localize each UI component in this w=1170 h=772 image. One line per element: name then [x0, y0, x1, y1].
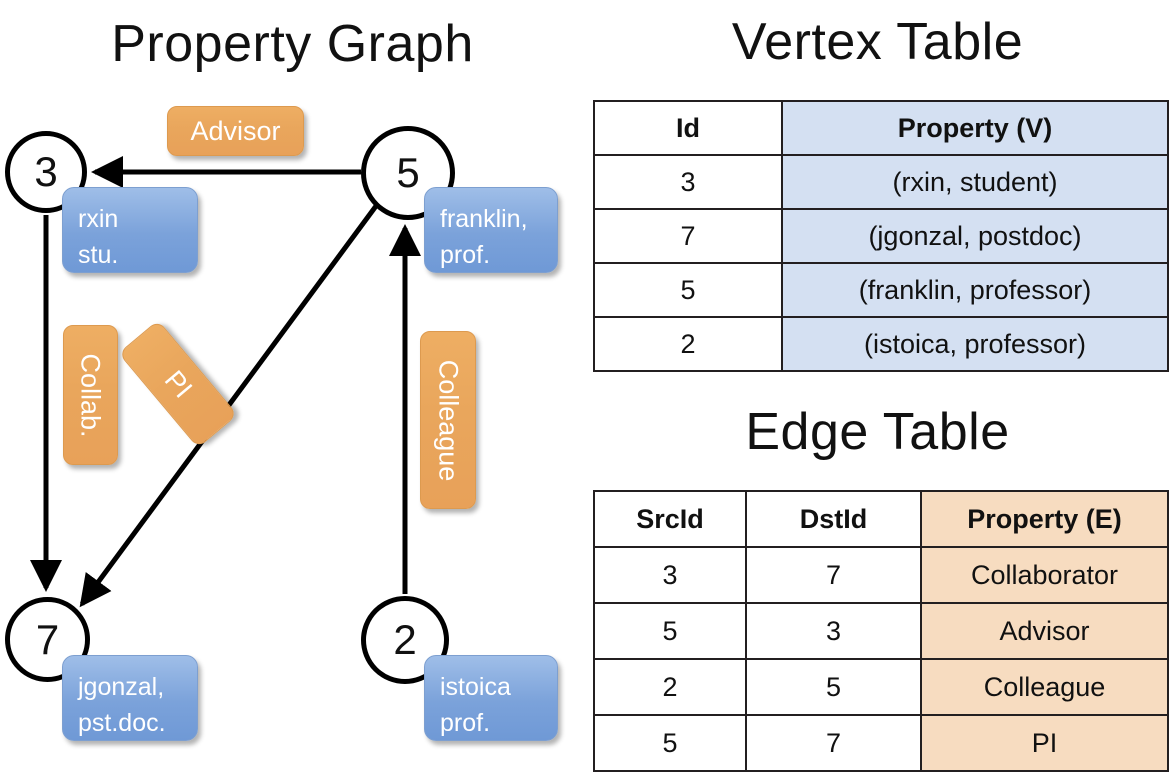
edge-cell-dstid: 5	[745, 658, 922, 716]
vertex-cell-id: 7	[593, 208, 783, 264]
edge-cell-dstid: 3	[745, 602, 922, 660]
table-row[interactable]: 3 7 Collaborator	[593, 546, 1169, 604]
page-title-vertex-table: Vertex Table	[731, 13, 1024, 71]
edge-cell-srcid: 3	[593, 546, 747, 604]
edge-cell-srcid: 2	[593, 658, 747, 716]
vertex-property-box-franklin: franklin, prof.	[424, 187, 558, 273]
edge-cell-dstid: 7	[745, 714, 922, 772]
edge-label-box-advisor: Advisor	[167, 106, 304, 156]
vertex-property-role-rxin: stu.	[78, 240, 119, 269]
edge-label-text-colleague: Colleague	[433, 359, 464, 481]
graph-node-2[interactable]: 2	[361, 596, 449, 684]
vertex-table-header-id: Id	[593, 100, 783, 156]
table-row[interactable]: 5 (franklin, professor)	[593, 262, 1169, 318]
table-row[interactable]: 5 3 Advisor	[593, 602, 1169, 660]
edge-cell-property: Advisor	[920, 602, 1169, 660]
vertex-cell-property: (rxin, student)	[781, 154, 1169, 210]
graph-node-5[interactable]: 5	[361, 126, 455, 220]
vertex-table-header-property: Property (V)	[781, 100, 1169, 156]
edge-table-header-dstid: DstId	[745, 490, 922, 548]
vertex-property-role-istoica: prof.	[440, 708, 491, 737]
edge-cell-property: PI	[920, 714, 1169, 772]
edge-label-text-collab: Collab.	[76, 352, 107, 438]
table-row[interactable]: 2 (istoica, professor)	[593, 316, 1169, 372]
graph-node-7-label: 7	[35, 615, 60, 663]
edge-label-text-advisor: Advisor	[190, 115, 281, 146]
edge-cell-property: Collaborator	[920, 546, 1169, 604]
page-title-edge-table: Edge Table	[745, 403, 1010, 461]
edge-cell-dstid: 7	[745, 546, 922, 604]
vertex-property-box-istoica: istoica prof.	[424, 655, 558, 741]
table-row[interactable]: 7 (jgonzal, postdoc)	[593, 208, 1169, 264]
vertex-property-name-franklin: franklin,	[440, 205, 528, 233]
graph-node-5-label: 5	[396, 149, 420, 196]
vertex-property-name-rxin: rxin	[78, 205, 119, 233]
edge-label-text-pi: PI	[158, 364, 199, 404]
vertex-property-box-jgonzal: jgonzal, pst.doc.	[62, 655, 198, 741]
graph-node-2-label: 2	[393, 616, 417, 663]
edge-cell-srcid: 5	[593, 714, 747, 772]
edge-table: SrcId DstId Property (E) 3 7 Collaborato…	[593, 490, 1169, 772]
property-graph-diagram: 3 5 7 2 rxin stu. franklin, prof. jgonza…	[0, 0, 585, 760]
vertex-cell-property: (jgonzal, postdoc)	[781, 208, 1169, 264]
vertex-cell-id: 2	[593, 316, 783, 372]
table-row[interactable]: 5 7 PI	[593, 714, 1169, 772]
edge-table-header-property: Property (E)	[920, 490, 1169, 548]
edge-table-header-srcid: SrcId	[593, 490, 747, 548]
edge-label-box-colleague: Colleague	[420, 331, 476, 509]
page-title-property-graph: Property Graph	[111, 15, 474, 73]
edge-cell-property: Colleague	[920, 658, 1169, 716]
vertex-cell-id: 5	[593, 262, 783, 318]
vertex-property-role-franklin: prof.	[440, 240, 491, 269]
edge-table-header-row: SrcId DstId Property (E)	[593, 490, 1169, 548]
vertex-cell-property: (istoica, professor)	[781, 316, 1169, 372]
vertex-table: Id Property (V) 3 (rxin, student) 7 (jgo…	[593, 100, 1169, 372]
table-row[interactable]: 2 5 Colleague	[593, 658, 1169, 716]
vertex-property-role-jgonzal: pst.doc.	[78, 708, 166, 737]
vertex-cell-property: (franklin, professor)	[781, 262, 1169, 318]
edge-label-box-collab: Collab.	[63, 325, 118, 465]
vertex-property-name-istoica: istoica	[440, 673, 511, 701]
vertex-property-name-jgonzal: jgonzal,	[78, 673, 165, 701]
edge-cell-srcid: 5	[593, 602, 747, 660]
vertex-property-box-rxin: rxin stu.	[62, 187, 198, 273]
table-row[interactable]: 3 (rxin, student)	[593, 154, 1169, 210]
vertex-cell-id: 3	[593, 154, 783, 210]
graph-node-3-label: 3	[34, 148, 58, 195]
vertex-table-header-row: Id Property (V)	[593, 100, 1169, 156]
